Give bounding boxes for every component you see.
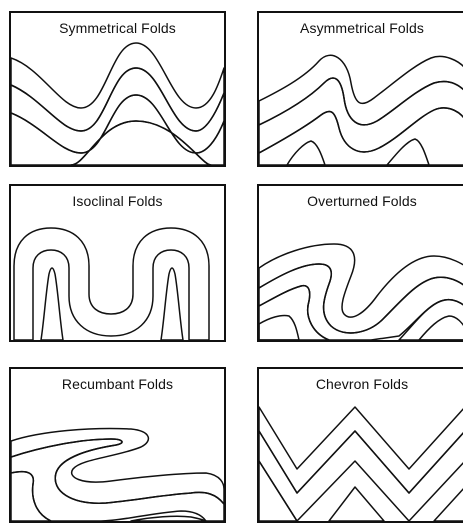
- chevron-folds-panel: Chevron Folds: [257, 367, 463, 523]
- isoclinal-folds-illustration: [11, 186, 224, 340]
- panel-title: Symmetrical Folds: [11, 20, 224, 36]
- panel-title: Chevron Folds: [259, 376, 463, 392]
- recumbant-folds-panel: Recumbant Folds: [9, 367, 226, 523]
- panel-title: Overturned Folds: [259, 193, 463, 209]
- symmetrical-folds-panel: Symmetrical Folds: [9, 11, 226, 167]
- panel-title: Isoclinal Folds: [11, 193, 224, 209]
- asymmetrical-folds-panel: Asymmetrical Folds: [257, 11, 463, 167]
- isoclinal-folds-panel: Isoclinal Folds: [9, 184, 226, 342]
- overturned-folds-panel: Overturned Folds: [257, 184, 463, 342]
- panel-title: Recumbant Folds: [11, 376, 224, 392]
- panel-title: Asymmetrical Folds: [259, 20, 463, 36]
- overturned-folds-illustration: [259, 186, 463, 340]
